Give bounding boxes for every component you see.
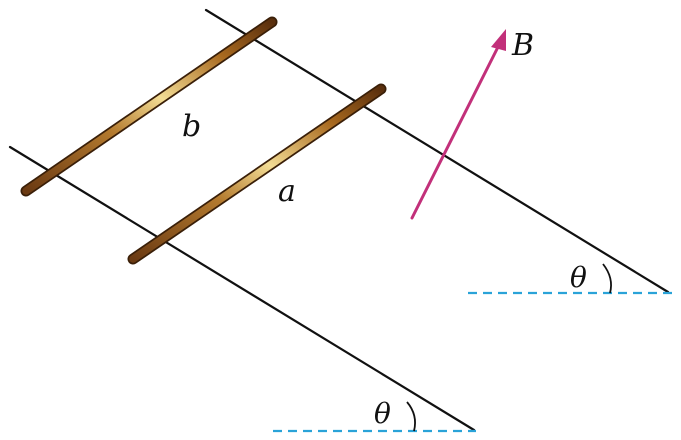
rod-b (20, 16, 278, 197)
lower-angle-arc (406, 401, 416, 432)
rod-b-label: b (182, 109, 201, 144)
rod-a (127, 83, 387, 265)
upper-rail (204, 8, 670, 294)
upper-angle-label: θ (570, 261, 587, 294)
field-label: B (511, 28, 534, 63)
lower-angle-label: θ (374, 397, 391, 430)
lower-rail (8, 145, 476, 432)
field-arrow (410, 29, 506, 220)
upper-angle-arc (602, 263, 612, 294)
rod-a-label: a (278, 174, 296, 209)
